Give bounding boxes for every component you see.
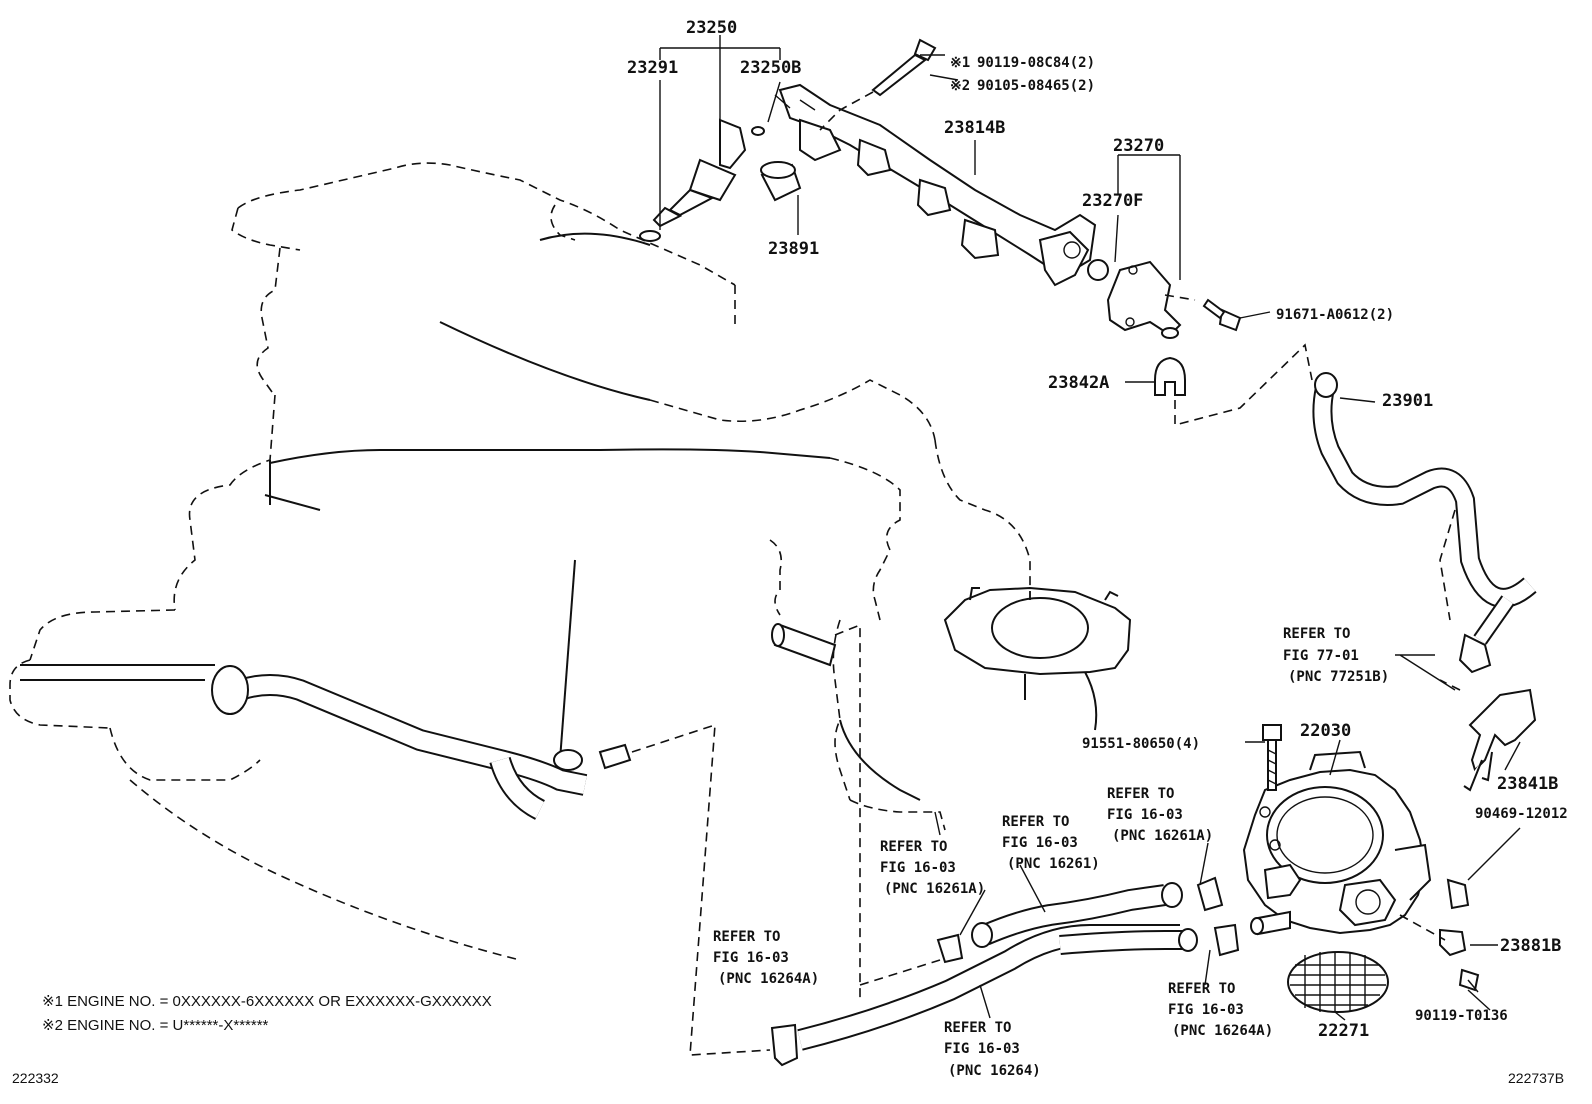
- refer-line: FIG 16-03: [1168, 1002, 1244, 1018]
- refer-line: (PNC 16261A): [1112, 828, 1213, 844]
- fuel-injector: [639, 118, 765, 242]
- label-91671: 91671-A0612(2): [1276, 307, 1394, 323]
- refer-line: FIG 16-03: [944, 1041, 1020, 1057]
- refer-line: (PNC 16261A): [884, 881, 985, 897]
- label-23250: 23250: [686, 18, 737, 38]
- refer-callouts: REFER TO FIG 77-01 (PNC 77251B) REFER TO…: [713, 626, 1389, 1079]
- refer-line: REFER TO: [944, 1020, 1011, 1036]
- bolt-note-part-1: 90119-08C84(2): [977, 55, 1095, 71]
- leader-lines: [659, 35, 1521, 1021]
- label-23270: 23270: [1113, 136, 1164, 156]
- label-23842a: 23842A: [1048, 373, 1109, 393]
- throttle-bolt: [1262, 724, 1282, 791]
- refer-16261a-upper: REFER TO FIG 16-03 (PNC 16261A): [1107, 786, 1213, 844]
- engine-outline: [9, 162, 1132, 1000]
- refer-line: (PNC 16264A): [1172, 1023, 1273, 1039]
- pressure-regulator: [1087, 259, 1196, 339]
- label-90119-t0136: 90119-T0136: [1415, 1008, 1508, 1024]
- label-91551: 91551-80650(4): [1082, 736, 1200, 752]
- corner-id-left: 222332: [12, 1070, 59, 1086]
- corner-id-right: 222737B: [1508, 1070, 1564, 1086]
- regulator-bolt: [1202, 298, 1242, 332]
- label-23270f: 23270F: [1082, 191, 1143, 211]
- bolt-note-mark-2: ※2: [950, 78, 970, 94]
- footnote-2: ※2 ENGINE NO. = U******-X******: [42, 1017, 269, 1034]
- refer-line: REFER TO: [713, 929, 780, 945]
- label-23901: 23901: [1382, 391, 1433, 411]
- injector-insulator: [760, 161, 802, 202]
- hose-bracket: [1439, 679, 1537, 792]
- refer-line: REFER TO: [1107, 786, 1174, 802]
- bolt-note-part-2: 90105-08465(2): [977, 78, 1095, 94]
- refer-16261: REFER TO FIG 16-03 (PNC 16261): [1002, 814, 1100, 872]
- fuel-hose-23901: [1312, 372, 1537, 674]
- label-90469: 90469-12012: [1475, 806, 1568, 822]
- refer-16261a-left: REFER TO FIG 16-03 (PNC 16261A): [880, 839, 985, 897]
- part-labels: 23250 23291 23250B 23891 23814B 23270 23…: [627, 18, 1568, 1041]
- refer-line: FIG 16-03: [1107, 807, 1183, 823]
- refer-line: REFER TO: [880, 839, 947, 855]
- refer-line: REFER TO: [1168, 981, 1235, 997]
- refer-line: (PNC 16261): [1007, 856, 1100, 872]
- refer-77-01: REFER TO FIG 77-01 (PNC 77251B): [1283, 626, 1389, 685]
- bracket-23881b: [1399, 878, 1480, 993]
- refer-16264a-left: REFER TO FIG 16-03 (PNC 16264A): [713, 929, 819, 987]
- refer-16264: REFER TO FIG 16-03 (PNC 16264): [944, 1020, 1041, 1079]
- refer-line: REFER TO: [1002, 814, 1069, 830]
- label-23250b: 23250B: [740, 58, 801, 78]
- throttle-gasket: [1287, 951, 1389, 1013]
- label-22030: 22030: [1300, 721, 1351, 741]
- refer-line: (PNC 77251B): [1288, 669, 1389, 685]
- refer-line: FIG 16-03: [880, 860, 956, 876]
- label-23881b: 23881B: [1500, 936, 1561, 956]
- fuel-delivery-pipe: [774, 83, 1097, 287]
- refer-line: FIG 16-03: [713, 950, 789, 966]
- label-22271: 22271: [1318, 1021, 1369, 1041]
- throttle-body: [1242, 750, 1432, 936]
- refer-line: FIG 16-03: [1002, 835, 1078, 851]
- refer-line: (PNC 16264A): [718, 971, 819, 987]
- bolt-callout: ※1 90119-08C84(2) ※2 90105-08465(2): [950, 55, 1095, 94]
- water-bypass-hoses: [211, 665, 1240, 1067]
- footnote-1: ※1 ENGINE NO. = 0XXXXXX-6XXXXXX OR EXXXX…: [42, 993, 492, 1010]
- label-23841b: 23841B: [1497, 774, 1558, 794]
- refer-line: REFER TO: [1283, 626, 1350, 642]
- refer-16264a-right: REFER TO FIG 16-03 (PNC 16264A): [1168, 981, 1273, 1039]
- refer-line: FIG 77-01: [1283, 648, 1359, 664]
- footnotes: ※1 ENGINE NO. = 0XXXXXX-6XXXXXX OR EXXXX…: [12, 993, 1564, 1086]
- refer-line: (PNC 16264): [948, 1063, 1041, 1079]
- label-23291: 23291: [627, 58, 678, 78]
- label-23814b: 23814B: [944, 118, 1005, 138]
- label-23891: 23891: [768, 239, 819, 259]
- clamp-23842a: [1154, 343, 1313, 427]
- bolt-note-mark-1: ※1: [950, 55, 970, 71]
